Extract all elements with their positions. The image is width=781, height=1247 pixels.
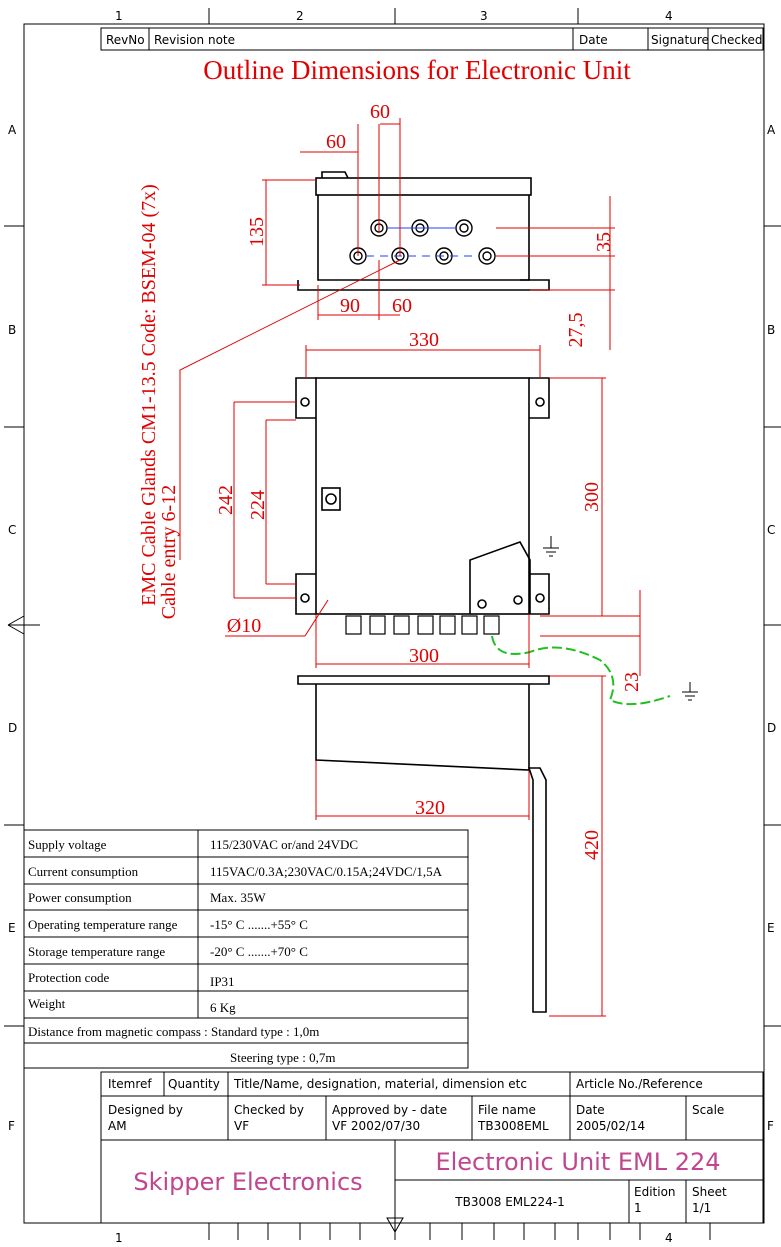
svg-text:D: D [767,721,776,735]
svg-text:C: C [8,523,16,537]
title-block-grid [100,1071,764,1224]
dim-60-second: 60 [326,131,346,153]
tb-scale-label: Scale [692,1103,724,1117]
checked-header: Checked [711,33,763,47]
side-view-enclosure [297,675,550,1013]
compass-standard: Distance from magnetic compass : Standar… [28,1024,319,1039]
spec-label: Operating temperature range [28,917,178,932]
spec-table-grid [23,829,469,1069]
tb-date-value: 2005/02/14 [576,1119,645,1133]
drawing-title: Outline Dimensions for Electronic Unit [203,55,631,85]
row-labels-right: A B C D E F [767,123,776,1133]
earth-cable [491,635,671,706]
gland-note-line2: Cable entry 6-12 [158,485,180,619]
tb-article: Article No./Reference [576,1077,703,1091]
dim-60-top: 60 [370,101,390,123]
tb-company: Skipper Electronics [133,1168,362,1196]
tb-product: Electronic Unit EML 224 [435,1148,720,1176]
compass-steering: Steering type : 0,7m [230,1050,335,1065]
revision-table [100,27,764,51]
spec-label: Power consumption [28,890,132,905]
zone-ticks [4,8,781,1240]
tb-drawing-number: TB3008 EML224-1 [454,1195,564,1209]
svg-text:B: B [767,323,775,337]
spec-label: Weight [28,996,66,1011]
bottom-view-dimensions [262,118,615,350]
svg-text:F: F [767,1119,774,1133]
dim-dia-10: Ø10 [227,615,261,637]
dim-60-bottom: 60 [392,295,412,317]
col-4-top: 4 [665,9,673,23]
tb-date-label: Date [576,1103,605,1117]
front-view-dimensions [225,345,641,1017]
svg-text:A: A [8,123,17,137]
gland-centerlines [366,227,478,257]
tb-edition-value: 1 [634,1201,642,1215]
spec-label: Current consumption [28,864,139,879]
tb-sheet-value: 1/1 [692,1201,711,1215]
revision-note-header: Revision note [154,33,235,47]
spec-rows: Supply voltage 115/230VAC or/and 24VDC Cu… [28,837,443,1065]
cable-gland-holes [349,219,496,265]
front-view-enclosure [295,377,550,615]
svg-text:F: F [8,1119,15,1133]
dim-90: 90 [340,295,360,317]
col-3-top: 3 [480,9,488,23]
tb-approved-value: VF 2002/07/30 [332,1119,420,1133]
dim-23: 23 [621,672,643,692]
spec-label: Storage temperature range [28,944,165,959]
dim-420: 420 [581,830,603,860]
dim-242: 242 [215,485,237,515]
tb-checked-value: VF [234,1119,249,1133]
spec-label: Protection code [28,970,109,985]
dim-135: 135 [246,217,268,247]
front-view-glands [345,615,500,635]
col-4-bottom: 4 [665,1231,673,1245]
row-labels-left: A B C D E F [8,123,17,1133]
tb-checked-label: Checked by [234,1103,304,1117]
tb-edition-label: Edition [634,1185,676,1199]
dim-300-height: 300 [581,482,603,512]
tb-approved-label: Approved by - date [332,1103,447,1117]
tb-itemref: Itemref [108,1077,152,1091]
tb-quantity: Quantity [168,1077,220,1091]
tb-sheet-label: Sheet [692,1185,727,1199]
spec-value: Max. 35W [210,890,266,905]
dim-35: 35 [593,232,615,252]
col-1-bottom: 1 [115,1231,123,1245]
earth-symbols [543,536,698,701]
svg-text:E: E [767,921,775,935]
spec-label: Supply voltage [28,837,107,852]
gland-leader-line [179,259,401,560]
dim-320: 320 [415,797,445,819]
tb-title-name: Title/Name, designation, material, dimen… [233,1077,527,1091]
spec-value: IP31 [210,974,235,989]
col-1-top: 1 [115,9,123,23]
tb-designed-value: AM [108,1119,127,1133]
dim-330: 330 [409,329,439,351]
tb-file-value: TB3008EML [477,1119,549,1133]
spec-value: -20° C .......+70° C [210,944,308,959]
svg-text:D: D [8,721,17,735]
col-2-top: 2 [296,9,304,23]
revno-header: RevNo [106,33,145,47]
spec-value: -15° C .......+55° C [210,917,308,932]
dim-224: 224 [247,490,269,520]
svg-text:B: B [8,323,16,337]
svg-text:A: A [767,123,776,137]
svg-text:E: E [8,921,16,935]
spec-value: 115/230VAC or/and 24VDC [210,837,358,852]
tb-designed-label: Designed by [108,1103,183,1117]
gland-note-line1: EMC Cable Glands CM1-13.5 Code: BSEM-04 … [138,184,160,606]
spec-value: 6 Kg [210,1000,236,1015]
tb-file-label: File name [478,1103,536,1117]
dim-27-5: 27,5 [565,313,587,348]
svg-text:C: C [767,523,775,537]
dim-300-width: 300 [409,645,439,667]
date-header: Date [579,33,608,47]
signature-header: Signature [651,33,709,47]
spec-value: 115VAC/0.3A;230VAC/0.15A;24VDC/1,5A [210,864,443,879]
